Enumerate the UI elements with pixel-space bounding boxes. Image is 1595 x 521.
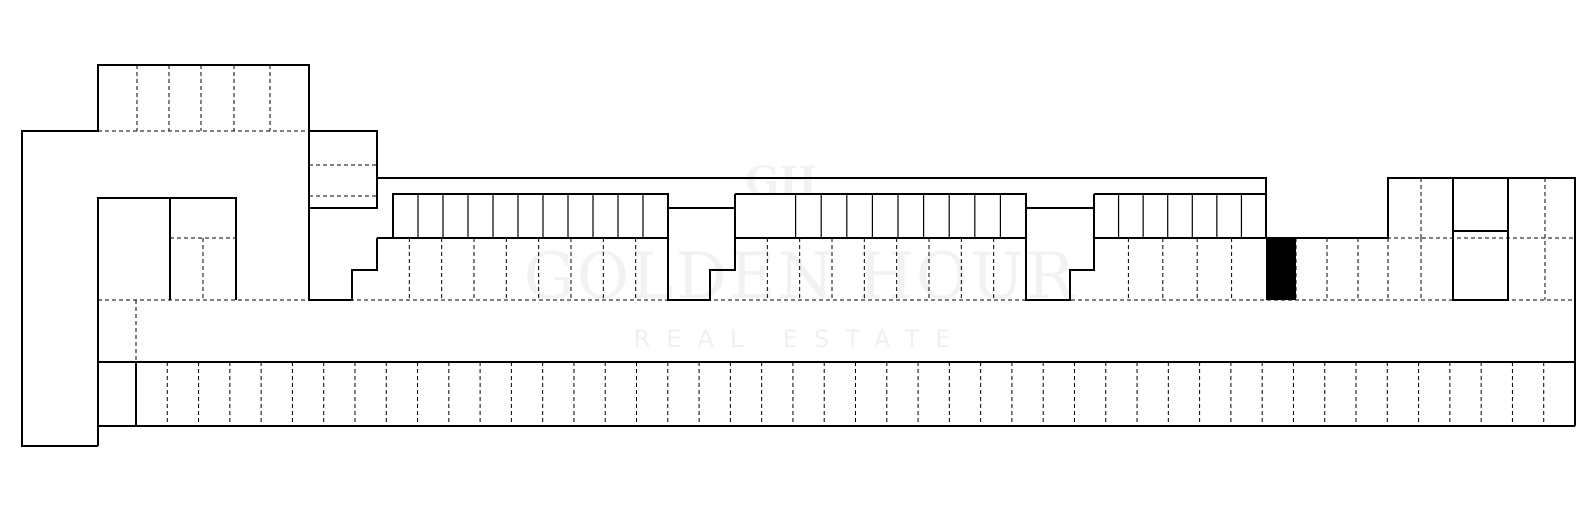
watermark-logo: GH <box>745 158 817 205</box>
storage-dividers <box>417 194 1243 238</box>
storage-block-3 <box>1094 193 1267 239</box>
ramp-3 <box>1025 194 1095 301</box>
inner-left-wall <box>97 197 237 446</box>
outer-walls <box>21 64 1576 447</box>
ramp-2 <box>667 194 736 301</box>
watermark-subtitle: REAL ESTATE <box>633 325 967 353</box>
parking-space-lines <box>98 65 1575 426</box>
right-room <box>1452 178 1509 301</box>
storage-block-1 <box>377 193 669 239</box>
left-ramp-wall <box>308 131 378 301</box>
outer-wall-top <box>21 64 1576 447</box>
highlighted-space <box>1266 238 1296 300</box>
watermark-name: GOLDEN HOUR <box>523 240 1077 314</box>
left-alcove-wall <box>309 178 378 209</box>
